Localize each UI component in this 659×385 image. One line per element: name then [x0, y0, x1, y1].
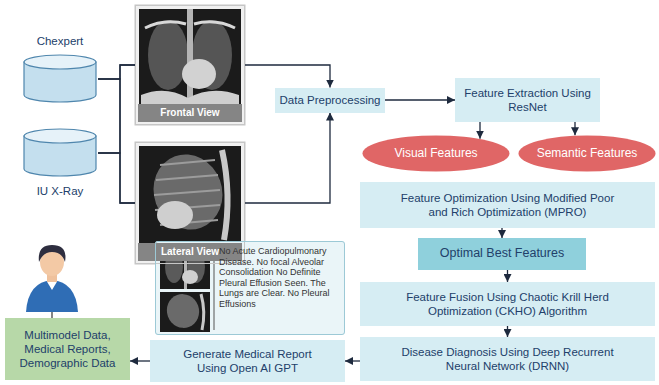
node-label: Feature Optimization Using Modified Poor…: [390, 191, 625, 219]
report-panel: No Acute Cardiopulmonary Disease. No foc…: [155, 241, 345, 335]
process-box: Generate Medical Report Using Open AI GP…: [150, 340, 345, 382]
database-cylinder: IU X-Ray: [18, 128, 102, 198]
cylinder-outline: [22, 128, 98, 178]
connector-arrow: [98, 79, 135, 203]
connector-arrow: [479, 122, 480, 139]
process-box: Feature Extraction Using ResNet: [455, 78, 600, 122]
image-frame: Lateral View: [135, 142, 245, 264]
database-cylinder: Chexpert: [18, 34, 102, 104]
process-box: Feature Fusion Using Chaotic Krill Herd …: [360, 282, 655, 326]
connector-arrow: [98, 65, 135, 79]
node-label: Visual Features: [394, 146, 477, 161]
connector-arrow: [507, 270, 508, 282]
node-label: Multimodel Data, Medical Reports, Demogr…: [12, 328, 124, 370]
node-label: Generate Medical Report Using Open AI GP…: [173, 347, 323, 375]
frontal-xray: [135, 5, 245, 125]
node-label: Disease Diagnosis Using Deep Recurrent N…: [400, 345, 615, 373]
connector-arrow: [245, 113, 330, 204]
connector-arrow: [98, 65, 135, 153]
node-label: Chexpert: [37, 34, 84, 48]
node-label: Semantic Features: [537, 146, 638, 161]
person-icon: [26, 245, 78, 318]
process-box: Disease Diagnosis Using Deep Recurrent N…: [360, 337, 655, 381]
process-box: Data Preprocessing: [275, 88, 385, 113]
node-label: No Acute Cardiopulmonary Disease. No foc…: [219, 246, 339, 309]
node-label: Optimal Best Features: [440, 246, 564, 261]
cylinder-outline: [22, 54, 98, 104]
connector-arrow: [345, 360, 360, 361]
connector-arrow: [130, 360, 150, 361]
node-label: IU X-Ray: [37, 184, 84, 198]
connector-arrow: [245, 65, 330, 88]
image-frame: Frontal View: [135, 5, 245, 125]
feature-ellipse: Visual Features: [362, 135, 510, 172]
result-box: Optimal Best Features: [418, 238, 586, 270]
feature-ellipse: Semantic Features: [518, 135, 656, 172]
output-box: Multimodel Data, Medical Reports, Demogr…: [5, 318, 130, 380]
node-label: Feature Fusion Using Chaotic Krill Herd …: [390, 290, 625, 318]
lateral-xray: [135, 142, 245, 264]
connector-arrow: [98, 153, 135, 203]
node-label: Frontal View: [138, 104, 242, 122]
node-label: Feature Extraction Using ResNet: [463, 86, 593, 114]
node-label: Data Preprocessing: [280, 93, 381, 107]
connector-arrow: [385, 99, 455, 100]
process-box: Feature Optimization Using Modified Poor…: [360, 182, 655, 228]
connector-arrow: [501, 228, 502, 238]
connector-arrow: [507, 326, 508, 337]
connector-arrow: [574, 122, 575, 135]
